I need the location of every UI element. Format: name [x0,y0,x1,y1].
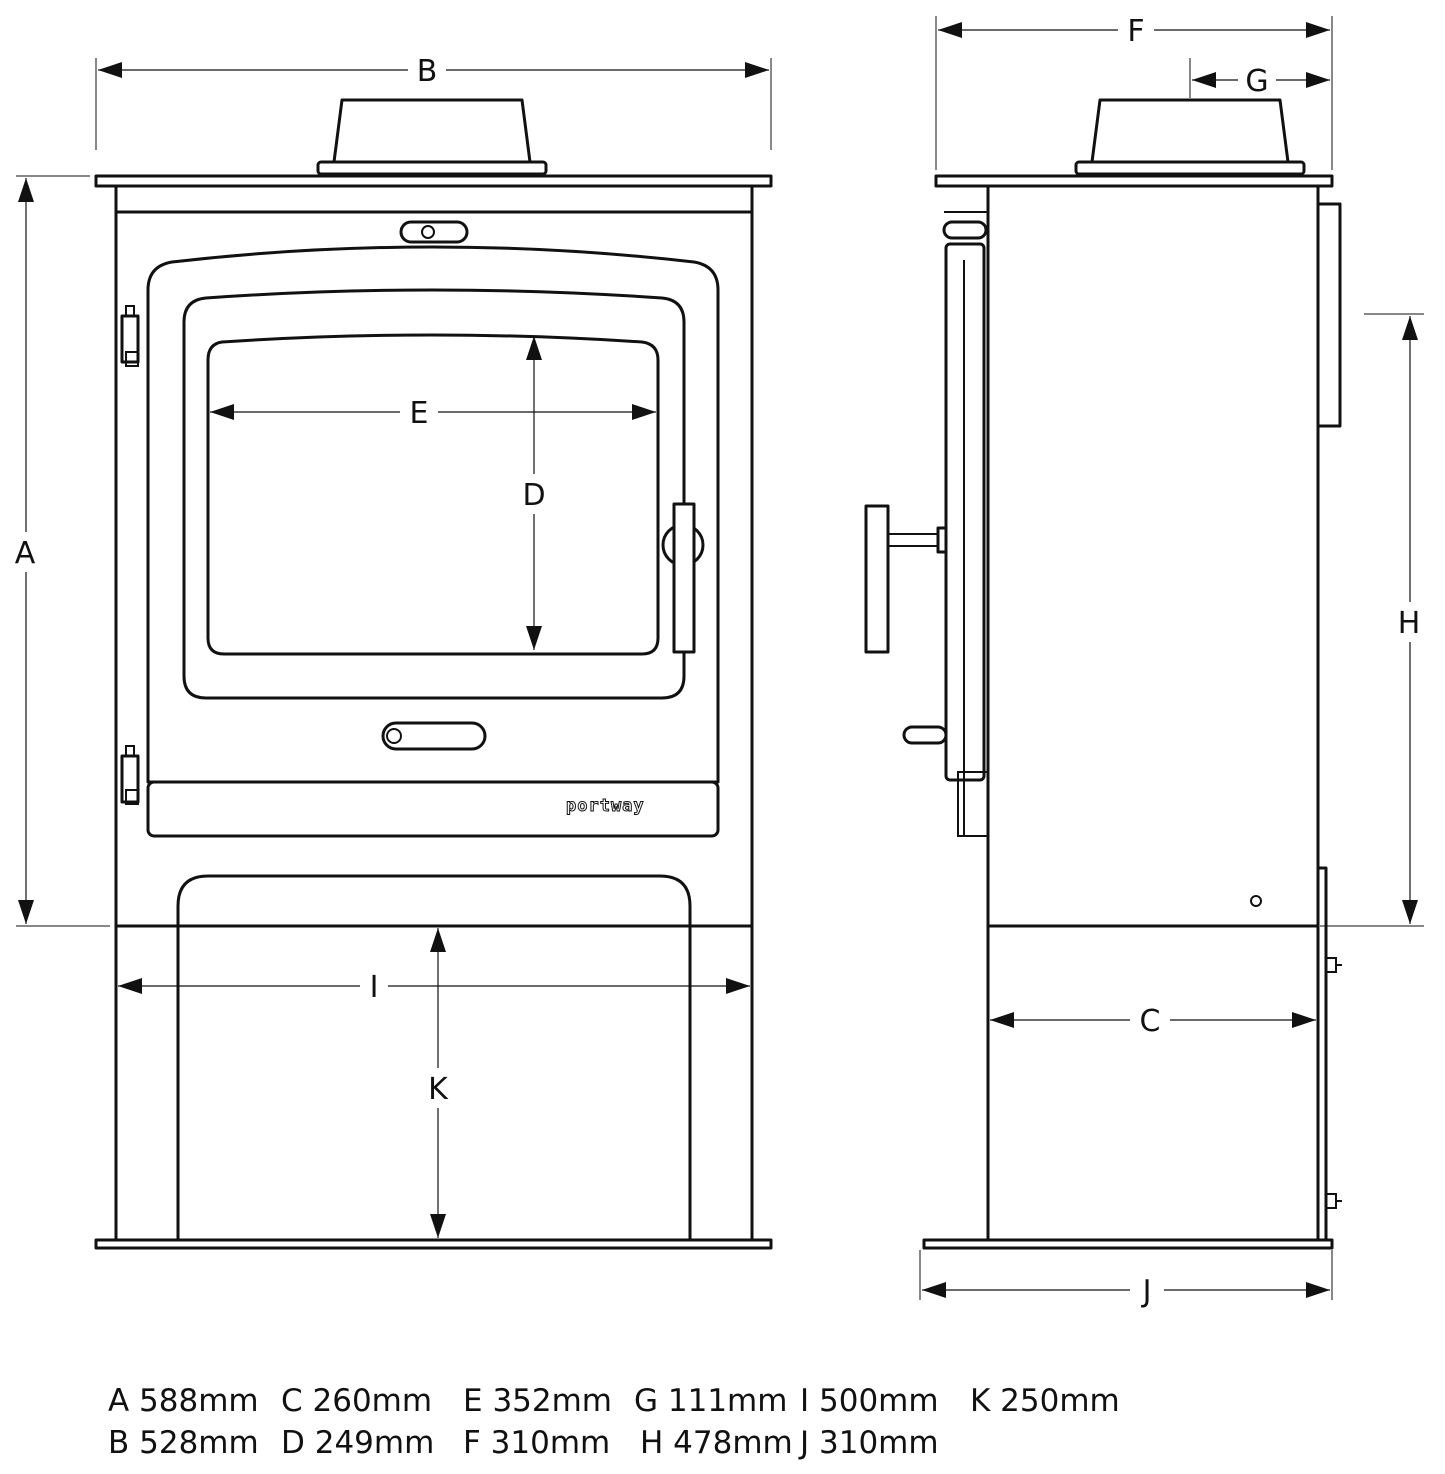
brand-logo: portway [566,796,645,816]
legend-a: A 588mm [108,1383,259,1419]
side-flue-collar [1090,98,1290,164]
dimension-a: A [8,178,44,924]
front-ashpan-panel [146,780,720,838]
label-e: E [410,396,429,431]
label-b: B [417,54,438,89]
legend-b: B 528mm [108,1425,259,1461]
front-flue-collar [332,98,532,164]
dimension-f: F [938,12,1330,49]
label-f: F [1127,14,1144,49]
legend-k: K 250mm [970,1383,1120,1419]
side-top-air-control [942,211,988,240]
label-d: D [522,478,545,513]
front-top-air-slider [399,220,469,244]
side-rivet [1250,895,1262,907]
dimension-g: G [1192,62,1330,99]
legend-j: J 310mm [800,1425,939,1461]
front-door-inner-frame [182,288,686,700]
side-rear-plate [1316,866,1328,1242]
front-door-outer [146,245,720,784]
legend-i: I 500mm [800,1383,939,1419]
dimension-d: D [514,336,554,650]
side-lower-panel [957,771,989,837]
label-h: H [1398,606,1421,641]
label-j: J [1141,1274,1152,1309]
dimension-i: I [118,968,750,1005]
front-view: portway [94,98,773,1250]
front-lower-air-knob [386,728,402,744]
front-floor-plate [94,1238,773,1250]
dimension-b: B [98,52,769,89]
label-i: I [370,970,379,1005]
side-door-handle [864,504,948,654]
dimension-k: K [418,928,458,1238]
legend-f: F 310mm [463,1425,611,1461]
front-flue-base [316,160,548,176]
legend-e: E 352mm [463,1383,613,1419]
front-log-store-opening [176,874,692,1242]
label-k: K [428,1072,449,1107]
side-rear-shield [1316,202,1342,428]
legend-d: D 249mm [281,1425,435,1461]
front-door-handle [661,502,705,654]
front-hinge-bottom [120,745,140,805]
legend-h: H 478mm [640,1425,793,1461]
front-hinge-top [120,305,140,367]
side-flue-base [1074,160,1306,176]
extension-lines [16,16,1424,1300]
side-bolt-upper [1325,957,1342,973]
side-view [864,98,1342,1250]
front-top-air-knob [421,225,435,239]
front-door-glass [206,333,660,656]
dimension-e: E [210,394,656,431]
legend-c: C 260mm [281,1383,433,1419]
side-body [986,184,1320,928]
front-lower-air-slider [381,721,487,751]
side-bolt-lower [1325,1193,1342,1209]
label-g: G [1245,64,1268,99]
dimension-j: J [922,1272,1330,1309]
legend-g: G 111mm [634,1383,788,1419]
dimension-c: C [990,1002,1316,1039]
label-a: A [15,536,36,571]
label-c: C [1140,1004,1161,1039]
dimension-h: H [1390,316,1430,924]
side-floor-plate [922,1238,1334,1250]
side-lower-air-control [902,725,948,745]
